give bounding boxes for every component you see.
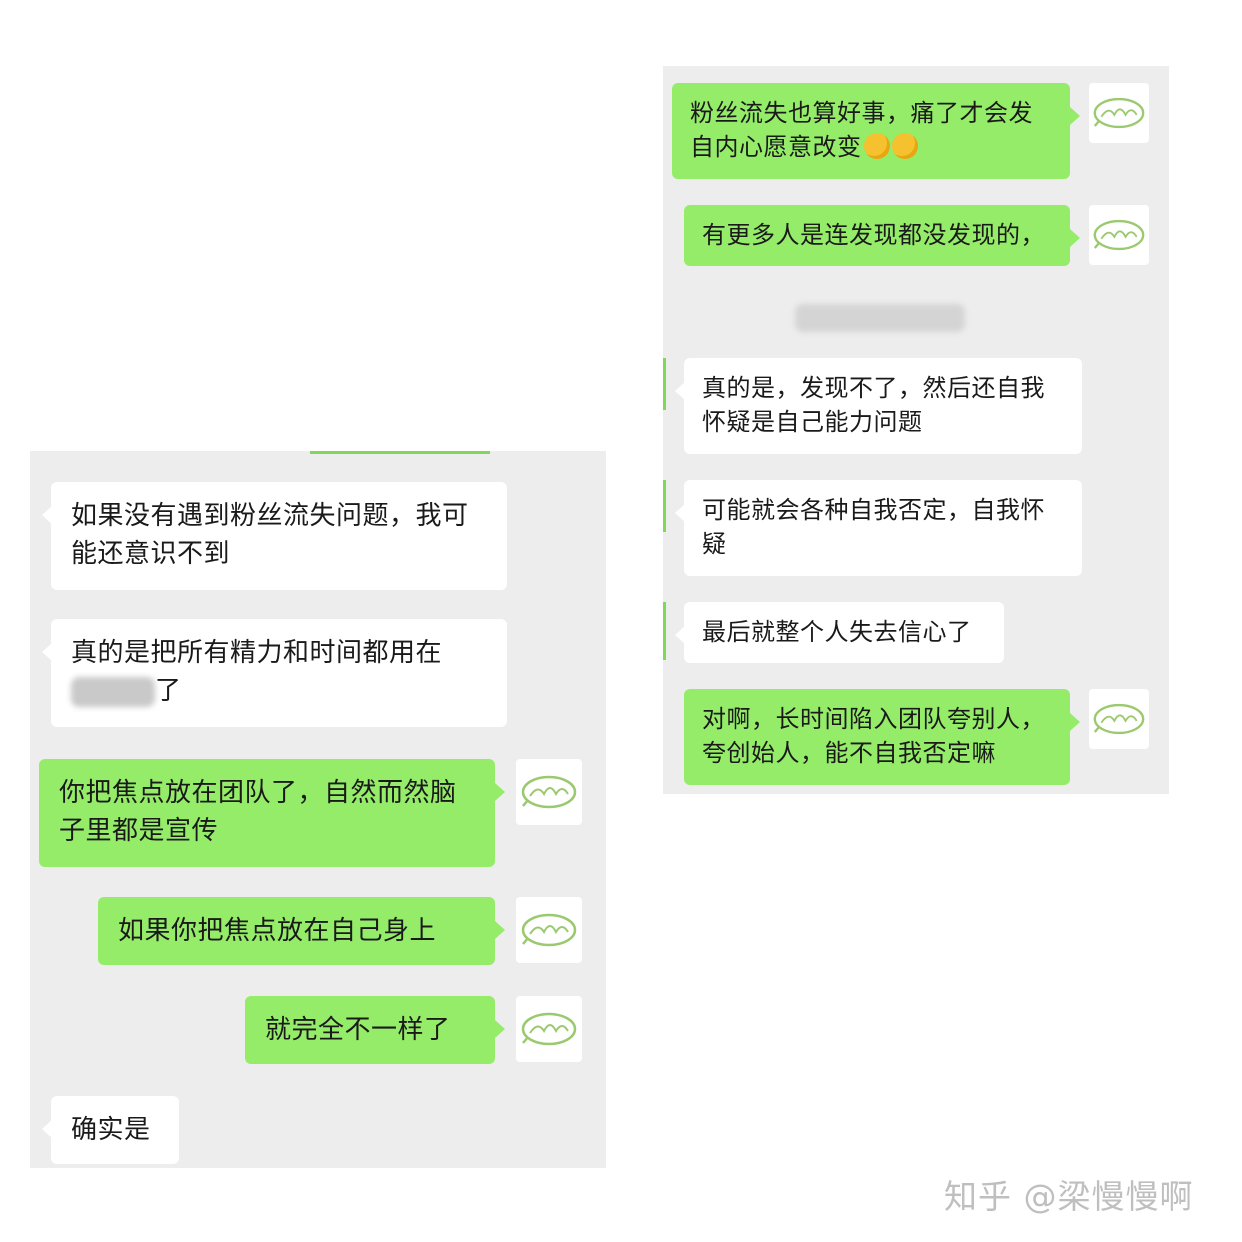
chat-screenshot-right: 粉丝流失也算好事，痛了才会发自内心愿意改变 有更多人是连发现都没发现的， 真的是… [663, 66, 1169, 794]
message-text: 可能就会各种自我否定，自我怀疑 [702, 496, 1045, 558]
message-text: 你把焦点放在团队了，自然而然脑子里都是宣传 [59, 778, 457, 846]
avatar[interactable] [1089, 205, 1149, 265]
left-edge-mark [663, 480, 666, 532]
message-bubble-sent[interactable]: 你把焦点放在团队了，自然而然脑子里都是宣传 [39, 759, 505, 867]
chat-screenshot-left: 如果没有遇到粉丝流失问题，我可能还意识不到 真的是把所有精力和时间都用在 了 你… [30, 451, 606, 1168]
message-text: 就完全不一样了 [265, 1015, 451, 1045]
redacted-blur [71, 676, 155, 707]
face-with-hand-over-mouth-emoji [891, 133, 918, 159]
zhihu-watermark: 知乎 @梁慢慢啊 [944, 1177, 1194, 1216]
message-text: 对啊，长时间陷入团队夸别人，夸创始人，能不自我否定嘛 [702, 705, 1045, 767]
avatar[interactable] [1089, 83, 1149, 143]
message-bubble-sent[interactable]: 就完全不一样了 [245, 996, 505, 1064]
avatar[interactable] [516, 996, 582, 1062]
face-with-hand-over-mouth-emoji [863, 133, 890, 159]
avatar[interactable] [516, 897, 582, 963]
message-text: 粉丝流失也算好事，痛了才会发自内心愿意改变 [690, 99, 1033, 161]
leaf-avatar-icon [1093, 703, 1145, 735]
message-text: 有更多人是连发现都没发现的， [702, 221, 1045, 249]
message-bubble-received[interactable]: 真的是把所有精力和时间都用在 了 [42, 619, 507, 727]
avatar[interactable] [1089, 689, 1149, 749]
leaf-avatar-icon [521, 775, 577, 809]
leaf-avatar-icon [1093, 97, 1145, 129]
message-bubble-sent[interactable]: 有更多人是连发现都没发现的， [684, 205, 1080, 266]
message-text: 确实是 [71, 1115, 151, 1145]
message-bubble-sent[interactable]: 粉丝流失也算好事，痛了才会发自内心愿意改变 [672, 83, 1080, 179]
left-edge-mark [663, 602, 666, 660]
leaf-avatar-icon [521, 1012, 577, 1046]
avatar[interactable] [516, 759, 582, 825]
message-bubble-received[interactable]: 如果没有遇到粉丝流失问题，我可能还意识不到 [42, 482, 507, 590]
message-bubble-received[interactable]: 可能就会各种自我否定，自我怀疑 [675, 480, 1082, 576]
leaf-avatar-icon [1093, 219, 1145, 251]
message-bubble-sent[interactable]: 如果你把焦点放在自己身上 [98, 897, 505, 965]
message-text: 真的是，发现不了，然后还自我怀疑是自己能力问题 [702, 374, 1045, 436]
message-text-suffix: 了 [155, 676, 182, 706]
redacted-timestamp-blur [795, 304, 965, 332]
message-text: 如果没有遇到粉丝流失问题，我可能还意识不到 [71, 501, 469, 569]
message-bubble-received[interactable]: 确实是 [42, 1096, 179, 1164]
message-bubble-received[interactable]: 真的是，发现不了，然后还自我怀疑是自己能力问题 [675, 358, 1082, 454]
top-edge-mark [310, 451, 490, 454]
left-edge-mark [663, 358, 666, 410]
message-text: 真的是把所有精力和时间都用在 [71, 638, 443, 668]
message-text: 如果你把焦点放在自己身上 [118, 916, 437, 946]
message-text: 最后就整个人失去信心了 [702, 618, 972, 646]
message-bubble-sent[interactable]: 对啊，长时间陷入团队夸别人，夸创始人，能不自我否定嘛 [684, 689, 1080, 785]
message-bubble-received[interactable]: 最后就整个人失去信心了 [675, 602, 1004, 663]
leaf-avatar-icon [521, 913, 577, 947]
